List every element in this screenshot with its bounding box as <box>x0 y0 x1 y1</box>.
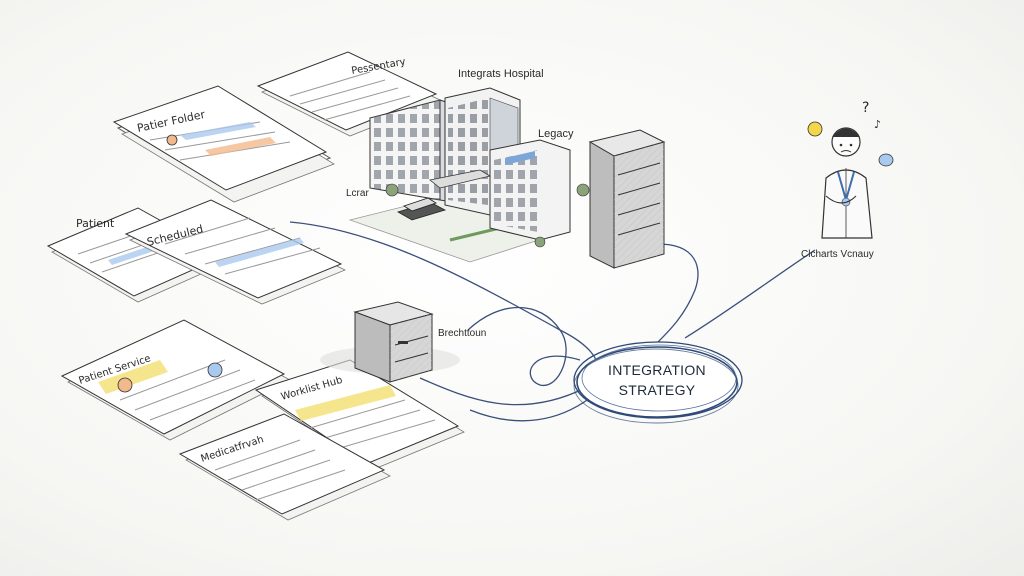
clinician-figure: ? ♪ <box>807 100 894 239</box>
thought-bubble-icon <box>878 153 894 167</box>
hospital-buildings <box>348 87 590 263</box>
sun-icon <box>807 121 823 137</box>
document-patient-folder: Patier Folder <box>112 85 335 203</box>
question-icon: ? <box>862 100 869 116</box>
connector-worklist <box>469 397 591 422</box>
document-schedule: Scheduled <box>124 199 346 305</box>
hub-title-line2: STRATEGY <box>619 382 696 398</box>
connector-lines <box>289 221 816 422</box>
connector-clinician <box>684 249 816 339</box>
document-worklist: Worklist Hub <box>254 359 465 471</box>
music-note-icon: ♪ <box>874 118 881 131</box>
connector-records <box>419 377 586 406</box>
label-breakdown: Brechttoun <box>438 328 486 339</box>
document-medication: Medicatfrvah <box>178 413 391 521</box>
server-rack <box>588 129 666 269</box>
connector-server <box>649 243 699 343</box>
label-hospital: Integrats Hospital <box>458 68 544 80</box>
integration-hub: INTEGRATION STRATEGY <box>573 341 743 424</box>
connector-hospital <box>289 221 599 373</box>
label-clinician: Clcharts Vcnauy <box>801 249 874 260</box>
label-legacy: Legacy <box>538 128 574 140</box>
label-lcrar: Lcrar <box>346 188 369 199</box>
document-patient-service: Patient Service <box>60 319 291 441</box>
hub-title-line1: INTEGRATION <box>608 362 706 378</box>
breakdown-server <box>320 301 460 383</box>
connector-breakdown <box>467 307 581 386</box>
doc-label-patient: Patient <box>76 217 115 230</box>
